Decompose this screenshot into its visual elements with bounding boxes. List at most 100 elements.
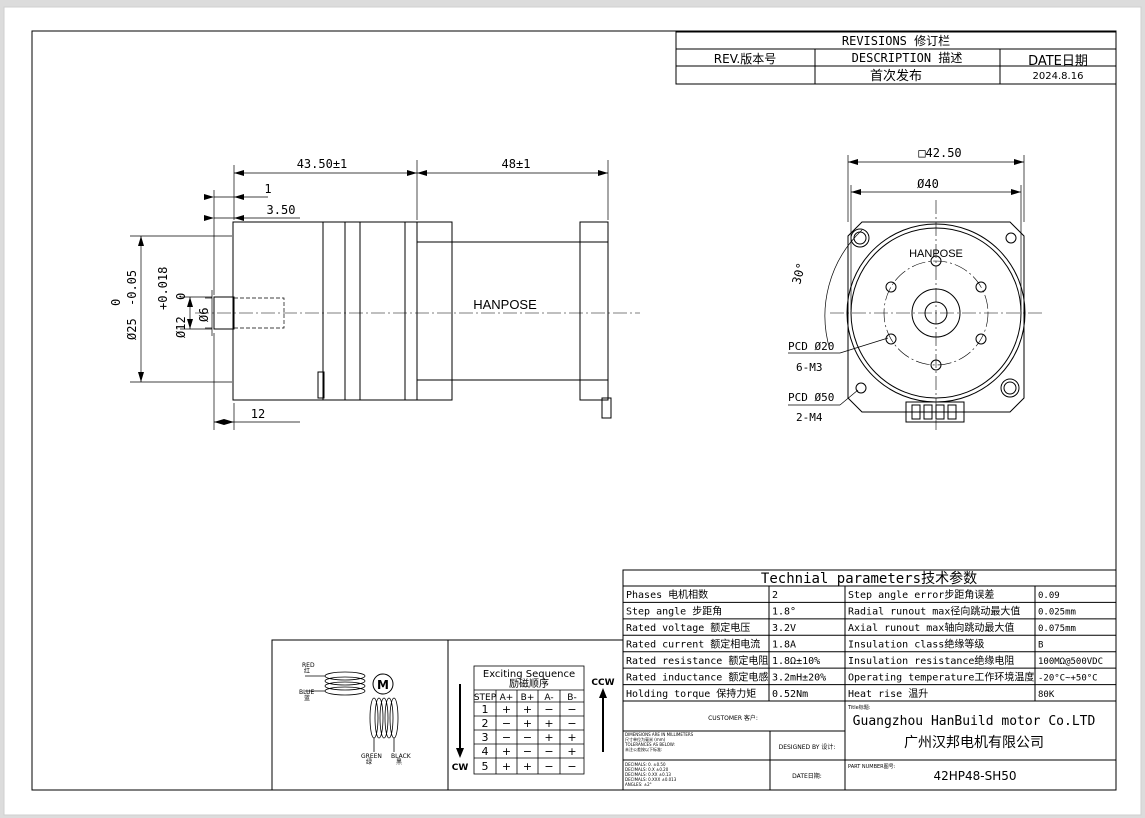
- param-cell: Insulation resistance绝缘电阻: [848, 654, 1014, 667]
- side-dimensions: [130, 160, 609, 430]
- param-cell: 3.2V: [772, 623, 796, 634]
- sequence-cell: 5: [482, 760, 489, 773]
- sequence-cell: 4: [482, 745, 489, 758]
- param-cell: 80K: [1038, 690, 1055, 700]
- dim-flange-tol: 0: [109, 299, 123, 306]
- motor-symbol: [372, 673, 394, 695]
- part-number: 42HP48-SH50: [933, 769, 1016, 783]
- param-cell: Rated resistance 额定电阻: [626, 654, 768, 667]
- title-block: [622, 700, 1117, 791]
- sequence-title-cn: 励磁顺序: [509, 677, 549, 690]
- dim-square: □42.50: [918, 146, 961, 160]
- decimals-5: ANGLES: ±2°: [625, 782, 652, 787]
- dims-note: DIMENSIONS ARE IN MILLIMETERS 尺寸单位为毫米 (m…: [624, 732, 694, 752]
- param-cell: 0.025mm: [1038, 608, 1076, 618]
- date-label: DATE日期:: [792, 772, 822, 780]
- red-cn: 红: [304, 667, 310, 675]
- part-label: PART NUMBER图号:: [848, 764, 896, 770]
- side-dim-labels: 43.50±1 48±1 1 3.50 12 Ø25 -0.05 0 Ø12 +…: [109, 157, 530, 421]
- param-cell: 0.52Nm: [772, 689, 808, 700]
- sequence-cell: +: [523, 717, 532, 730]
- param-cell: Rated current 额定相电流: [626, 638, 760, 651]
- cw-label: CW: [452, 763, 469, 773]
- param-cell: Rated voltage 额定电压: [626, 621, 750, 634]
- dim-shaft-dia: Ø12: [174, 316, 188, 338]
- sequence-cell: +: [523, 703, 532, 716]
- dim-3-50: 3.50: [267, 203, 296, 217]
- param-cell: Holding torque 保持力矩: [626, 687, 756, 700]
- sequence-cell: −: [567, 760, 576, 773]
- desc-header: DESCRIPTION 描述: [852, 51, 963, 65]
- dims-note-1: DIMENSIONS ARE IN MILLIMETERS: [625, 732, 694, 737]
- dim-flange-tol-lower: -0.05: [125, 270, 139, 306]
- blue-cn: 蓝: [304, 694, 310, 702]
- side-view: [195, 221, 640, 419]
- sequence-header-cell: A-: [544, 693, 553, 703]
- sequence-cell: −: [502, 731, 511, 744]
- dim-bore: Ø6: [197, 308, 211, 322]
- date-value: 2024.8.16: [1033, 71, 1084, 82]
- param-cell: Phases 电机相数: [626, 588, 708, 601]
- param-cell: Insulation class绝缘等级: [848, 638, 984, 651]
- sequence-cell: −: [523, 731, 532, 744]
- sequence-cell: +: [567, 745, 576, 758]
- side-brand: HANPOSE: [473, 297, 537, 312]
- dim-12: 12: [251, 407, 265, 421]
- sequence-cell: −: [502, 717, 511, 730]
- coil-b: [369, 697, 399, 752]
- param-cell: 1.8°: [772, 607, 796, 618]
- pcd20-label: PCD Ø20: [788, 340, 834, 353]
- revisions-title: REVISIONS 修订栏: [842, 33, 950, 48]
- coil-a: [305, 671, 366, 696]
- dim-circle: Ø40: [917, 177, 939, 191]
- decimals-note: DECIMALS: 0. ±0.50 DECIMALS: 0.X ±0.20 D…: [625, 762, 677, 787]
- param-cell: Radial runout max径向跳动最大值: [848, 605, 1020, 618]
- sequence-cell: +: [567, 731, 576, 744]
- params-title: Technial parameters技术参数: [761, 570, 977, 587]
- dim-angle: 30°: [789, 261, 808, 286]
- red-label: RED: [302, 662, 315, 669]
- decimals-3: DECIMALS: 0.XX ±0.13: [625, 772, 671, 777]
- sequence-cell: −: [567, 703, 576, 716]
- param-cell: 100MΩ@500VDC: [1038, 657, 1103, 667]
- dim-front-length: 48±1: [502, 157, 531, 171]
- decimals-2: DECIMALS: 0.X ±0.20: [625, 767, 669, 772]
- param-cell: 0.09: [1038, 591, 1060, 601]
- param-cell: Axial runout max轴向跳动最大值: [848, 621, 1014, 634]
- param-cell: 1.8A: [772, 640, 796, 651]
- title-block-text: CUSTOMER 客户: DIMENSIONS ARE IN MILLIMETE…: [624, 704, 1095, 787]
- rev-header: REV.版本号: [714, 52, 776, 66]
- sequence-cell: +: [544, 717, 553, 730]
- dim-shaft-tol-lower: 0: [174, 293, 188, 300]
- sequence-table: [473, 665, 585, 775]
- holes-m4-label: 2-M4: [796, 411, 823, 424]
- revisions-table: REVISIONS 修订栏 REV.版本号 DESCRIPTION 描述 DAT…: [675, 31, 1117, 85]
- wire-labels: RED 红 BLUE 蓝 GREEN 绿 BLACK 黑: [299, 662, 412, 766]
- param-cell: 3.2mH±20%: [772, 672, 826, 683]
- decimals-1: DECIMALS: 0. ±0.50: [625, 762, 666, 767]
- sequence-cell: +: [523, 760, 532, 773]
- sequence-cell: 1: [482, 703, 489, 716]
- sequence-cell: −: [544, 703, 553, 716]
- dim-body-length: 43.50±1: [297, 157, 348, 171]
- sequence-cell: −: [567, 717, 576, 730]
- motor-symbol-letter: M: [377, 678, 389, 692]
- sequence-cell: +: [502, 703, 511, 716]
- sequence-cell: +: [502, 745, 511, 758]
- front-dim-labels: □42.50 Ø40 30° PCD Ø20 6-M3 PCD Ø50 2-M4: [788, 146, 962, 424]
- sequence-cell: +: [502, 760, 511, 773]
- sequence-header-cell: B+: [521, 693, 535, 703]
- front-dimensions: [788, 155, 1025, 406]
- param-cell: Operating temperature工作环境温度: [848, 670, 1034, 683]
- sequence-cell: −: [544, 760, 553, 773]
- sequence-cell: 3: [482, 731, 489, 744]
- sequence-header-cell: B-: [567, 693, 576, 703]
- ccw-arrow-head: [599, 688, 607, 698]
- designed-by: DESIGNED BY 设计:: [779, 743, 836, 751]
- black-label: BLACK: [391, 753, 412, 760]
- holes-m3-label: 6-M3: [796, 361, 823, 374]
